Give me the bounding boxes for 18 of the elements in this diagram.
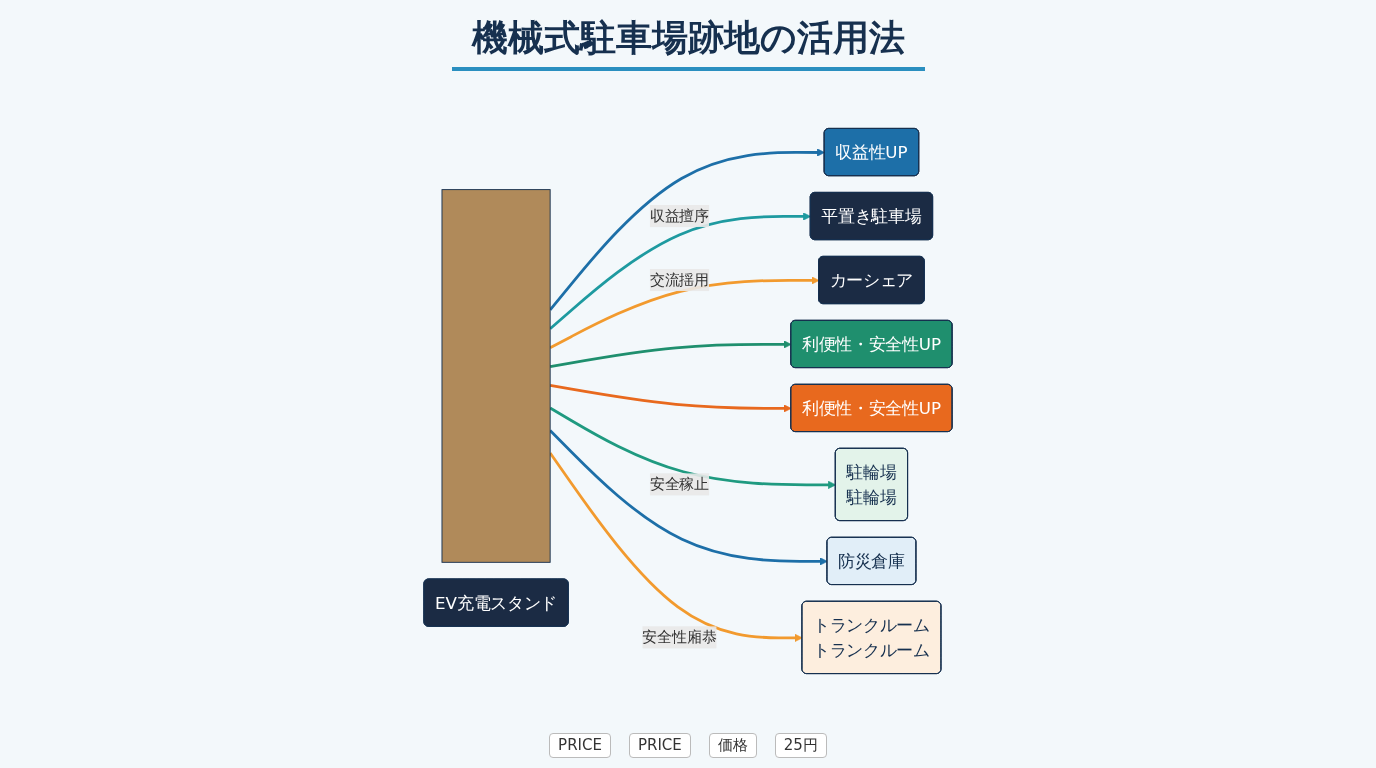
- illustration-text: PRICE: [549, 733, 611, 758]
- arrow: [549, 148, 825, 311]
- edge-label: 収益擅序: [649, 206, 710, 225]
- illustration-text: 価格: [708, 733, 757, 758]
- title: 機械式駐車場跡地の活用法: [451, 14, 925, 71]
- edge-label: 安全性廂恭: [642, 628, 717, 646]
- arrow: [549, 276, 820, 349]
- arrow: [549, 452, 803, 642]
- arrow: [549, 429, 828, 566]
- edge-label: 交流揺用: [649, 270, 710, 289]
- arrow: [549, 340, 792, 368]
- illustration-text: 25円: [774, 733, 827, 758]
- arrow: [549, 384, 792, 413]
- arrow: [549, 212, 812, 330]
- edge-label: 安全稼止: [649, 475, 710, 493]
- illustration-text: PRICE: [628, 733, 691, 758]
- node-box: [441, 189, 551, 563]
- arrow: [549, 406, 837, 489]
